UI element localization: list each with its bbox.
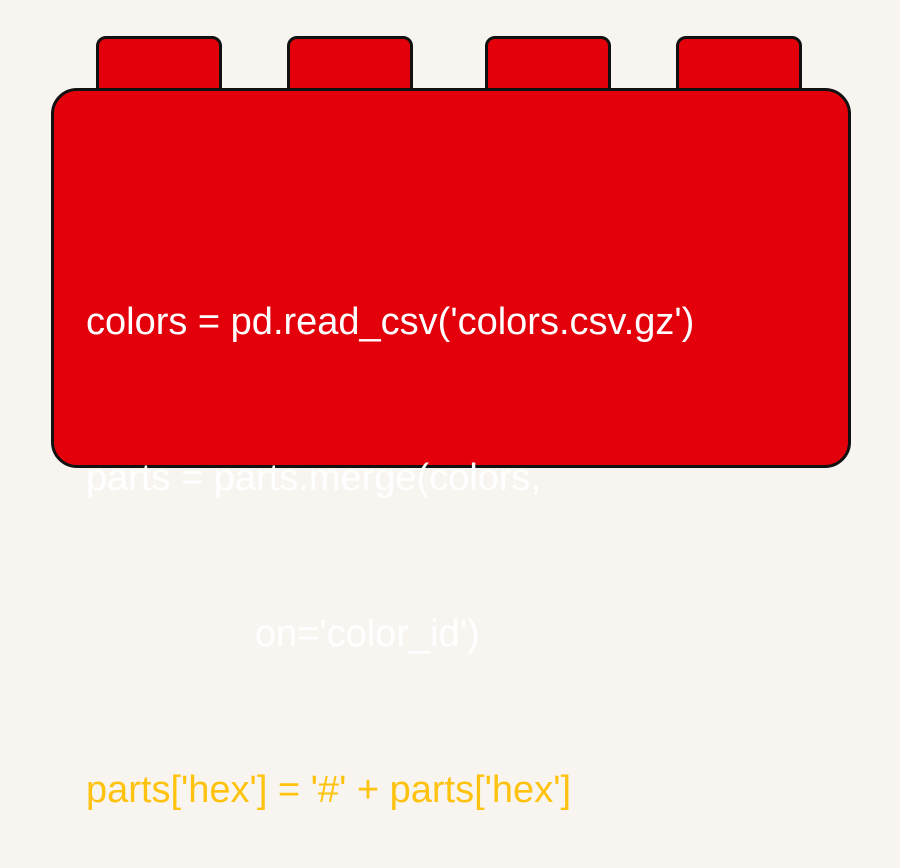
code-block: colors = pd.read_csv('colors.csv.gz') pa… <box>86 192 694 868</box>
brick-stud-4 <box>676 36 802 98</box>
code-line-3: on='color_id') <box>86 613 480 655</box>
code-line-1: colors = pd.read_csv('colors.csv.gz') <box>86 301 695 343</box>
code-line-2: parts = parts.merge(colors, <box>86 457 542 499</box>
brick-stud-2 <box>287 36 413 98</box>
code-line-4-highlighted: parts['hex'] = '#' + parts['hex'] <box>86 769 572 811</box>
lego-brick <box>51 88 851 468</box>
